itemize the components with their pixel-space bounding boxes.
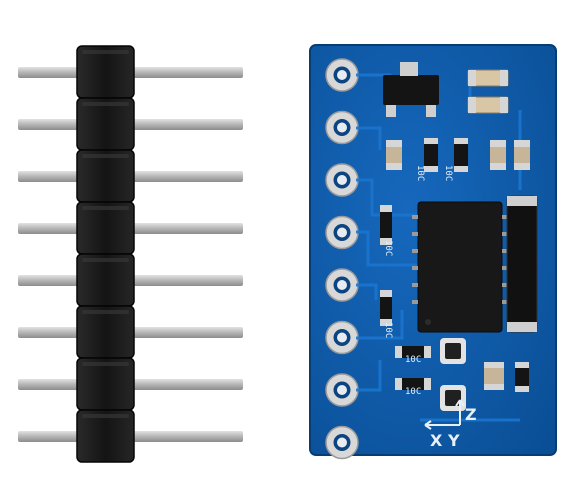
pad-column (325, 58, 359, 460)
silkscreen-mark: 10C (383, 240, 393, 256)
capacitor-pair (467, 69, 509, 114)
passive-row (386, 138, 530, 172)
silkscreen-mark: 10C (415, 165, 425, 181)
axis-label: Z (465, 405, 477, 424)
header-block (76, 409, 135, 463)
solder-jumpers (440, 338, 466, 411)
axis-arrows (424, 399, 465, 430)
silkscreen-mark: 10C (405, 355, 421, 365)
silkscreen-labels: 10C 10C 10C 10C 10C 10C (383, 165, 453, 397)
axis-label: X (430, 431, 443, 450)
silkscreen-mark: 10C (443, 165, 453, 181)
voltage-regulator (383, 62, 439, 117)
left-smd-parts (380, 205, 392, 326)
silkscreen-mark: 10C (383, 322, 393, 338)
tantalum-capacitor (506, 195, 538, 333)
sensor-ic (412, 201, 508, 333)
pin-header (18, 45, 243, 463)
axis-label: Y (447, 431, 460, 450)
silkscreen-mark: 10C (405, 387, 421, 397)
pcb-board: 10C 10C 10C 10C 10C 10C XYZ (309, 44, 557, 460)
bottom-passives (395, 346, 529, 392)
